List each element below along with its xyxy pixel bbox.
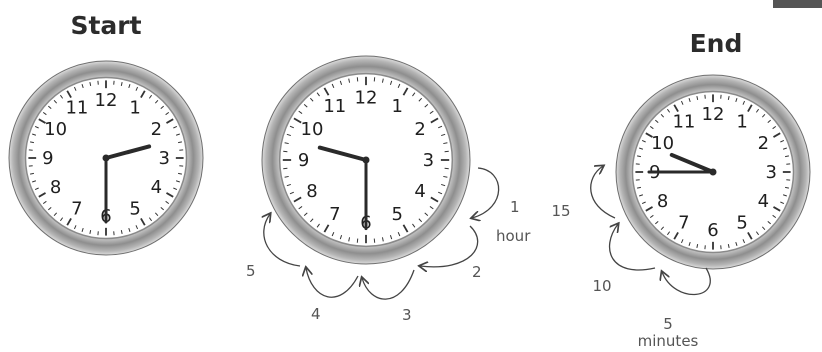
middle-clock: 121234567891011: [262, 56, 470, 264]
hop-label-1: 1: [510, 198, 520, 216]
center-pin: [103, 155, 110, 162]
clock-numeral: 3: [423, 150, 434, 171]
start-clock: 121234567891011: [9, 61, 203, 255]
clock-numeral: 3: [765, 162, 776, 183]
minute-arc-5: [662, 268, 710, 294]
clock-numeral: 12: [702, 104, 725, 125]
clock-numeral: 12: [355, 88, 378, 109]
clock-numeral: 11: [65, 98, 88, 119]
hop-arc-3: [362, 270, 414, 299]
clock-numeral: 9: [42, 148, 53, 169]
clock-numeral: 9: [298, 150, 309, 171]
clock-numeral: 8: [306, 181, 317, 202]
hop-label-3: 3: [402, 306, 412, 324]
center-pin: [363, 157, 370, 164]
clock-numeral: 11: [672, 112, 695, 133]
clock-numeral: 1: [736, 112, 747, 133]
start-title: Start: [70, 11, 141, 40]
minute-label-10: 10: [592, 277, 611, 295]
hop-label-5: 5: [246, 262, 256, 280]
hop-label-hour: hour: [496, 227, 531, 245]
clock-numeral: 8: [657, 191, 668, 212]
hop-label-2: 2: [472, 263, 482, 281]
center-pin: [710, 169, 717, 176]
hop-arc-1: [472, 168, 499, 218]
clock-numeral: 1: [129, 98, 140, 119]
clock-numeral: 8: [50, 177, 61, 198]
clock-numeral: 7: [678, 212, 689, 233]
clock-numeral: 5: [129, 198, 140, 219]
clock-numeral: 1: [391, 96, 402, 117]
clock-numeral: 2: [151, 119, 162, 140]
clock-numeral: 2: [758, 133, 769, 154]
clock-numeral: 4: [414, 181, 425, 202]
clock-numeral: 3: [158, 148, 169, 169]
clock-numeral: 7: [71, 198, 82, 219]
clock-numeral: 7: [329, 204, 340, 225]
hop-label-4: 4: [311, 305, 321, 323]
minute-label-5: 5: [663, 315, 673, 333]
clock-numeral: 5: [391, 204, 402, 225]
clock-numeral: 4: [758, 191, 769, 212]
hop-arc-4: [306, 268, 358, 297]
clock-numeral: 10: [651, 133, 674, 154]
clock-numeral: 4: [151, 177, 162, 198]
minute-label-15: 15: [551, 202, 570, 220]
corner-bar: [773, 0, 822, 8]
end-clock: 121234567891011: [616, 75, 810, 269]
clock-numeral: 10: [44, 119, 67, 140]
clock-numeral: 10: [301, 119, 324, 140]
minute-arc-15: [591, 166, 615, 218]
clock-numeral: 2: [414, 119, 425, 140]
clock-numeral: 12: [95, 90, 118, 111]
clock-numeral: 11: [323, 96, 346, 117]
minute-label-minutes: minutes: [638, 332, 699, 350]
end-title: End: [690, 29, 743, 58]
clock-numeral: 6: [707, 220, 718, 241]
clock-numeral: 5: [736, 212, 747, 233]
